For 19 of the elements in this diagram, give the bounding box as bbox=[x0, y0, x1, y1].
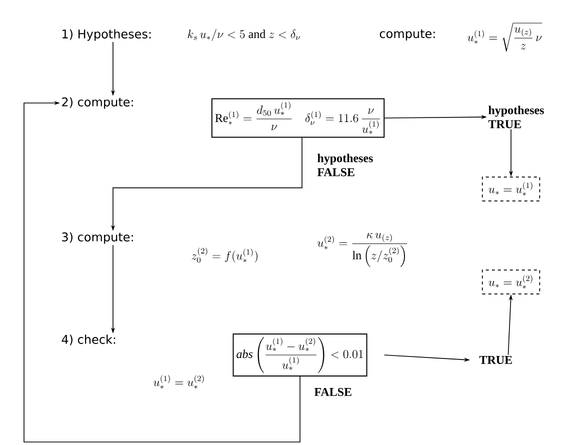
edge-label: hypotheses FALSE bbox=[317, 154, 373, 176]
result-label: hypotheses TRUE bbox=[488, 106, 544, 128]
result-label: TRUE bbox=[479, 356, 512, 364]
step-label: 3) compute: bbox=[62, 232, 133, 244]
result-box: $u_*=u_*^{(1)}$ bbox=[482, 176, 540, 202]
result-box: $u_*=u_*^{(2)}$ bbox=[482, 270, 540, 294]
step-label: compute: bbox=[380, 30, 435, 40]
step-label: 1) Hypotheses: bbox=[62, 29, 151, 41]
formula: $u_*^{(1)}=\sqrt{\frac{u_{(z)}}{z}\,\nu}$ bbox=[468, 22, 542, 52]
step-label: 2) compute: bbox=[62, 97, 133, 109]
formula-box: $\mathrm{Re}_*^{(1)}=\frac{d_{50}\,u_*^{(1)}}{\nu}$ $\delta_\nu^{(1)}=11.6\,\frac{\nu}{u_*^{(1)}}$ bbox=[211, 98, 385, 138]
formula-box: $\mathit{abs}\left(\frac{u_*^{(1)}-u_*^{(2)}}{u_*^{(1)}}\right)<0.01$ bbox=[232, 334, 368, 376]
formula: $z_0^{(2)}=f(u_*^{(1)})$ bbox=[192, 247, 258, 263]
step-label: 4) check: bbox=[62, 334, 116, 346]
formula: $u_*^{(2)}=\frac{\kappa\,u_{(z)}}{\ln\left(z/z_0^{(2)}\right)}$ bbox=[318, 232, 408, 267]
formula: $u_*^{(1)}=u_*^{(2)}$ bbox=[154, 375, 204, 389]
arrow bbox=[24, 100, 300, 442]
formula: $k_s\,u_*/\nu<5\text{ and }z<\delta_\nu$ bbox=[188, 29, 300, 41]
edge-label: FALSE bbox=[314, 388, 352, 396]
